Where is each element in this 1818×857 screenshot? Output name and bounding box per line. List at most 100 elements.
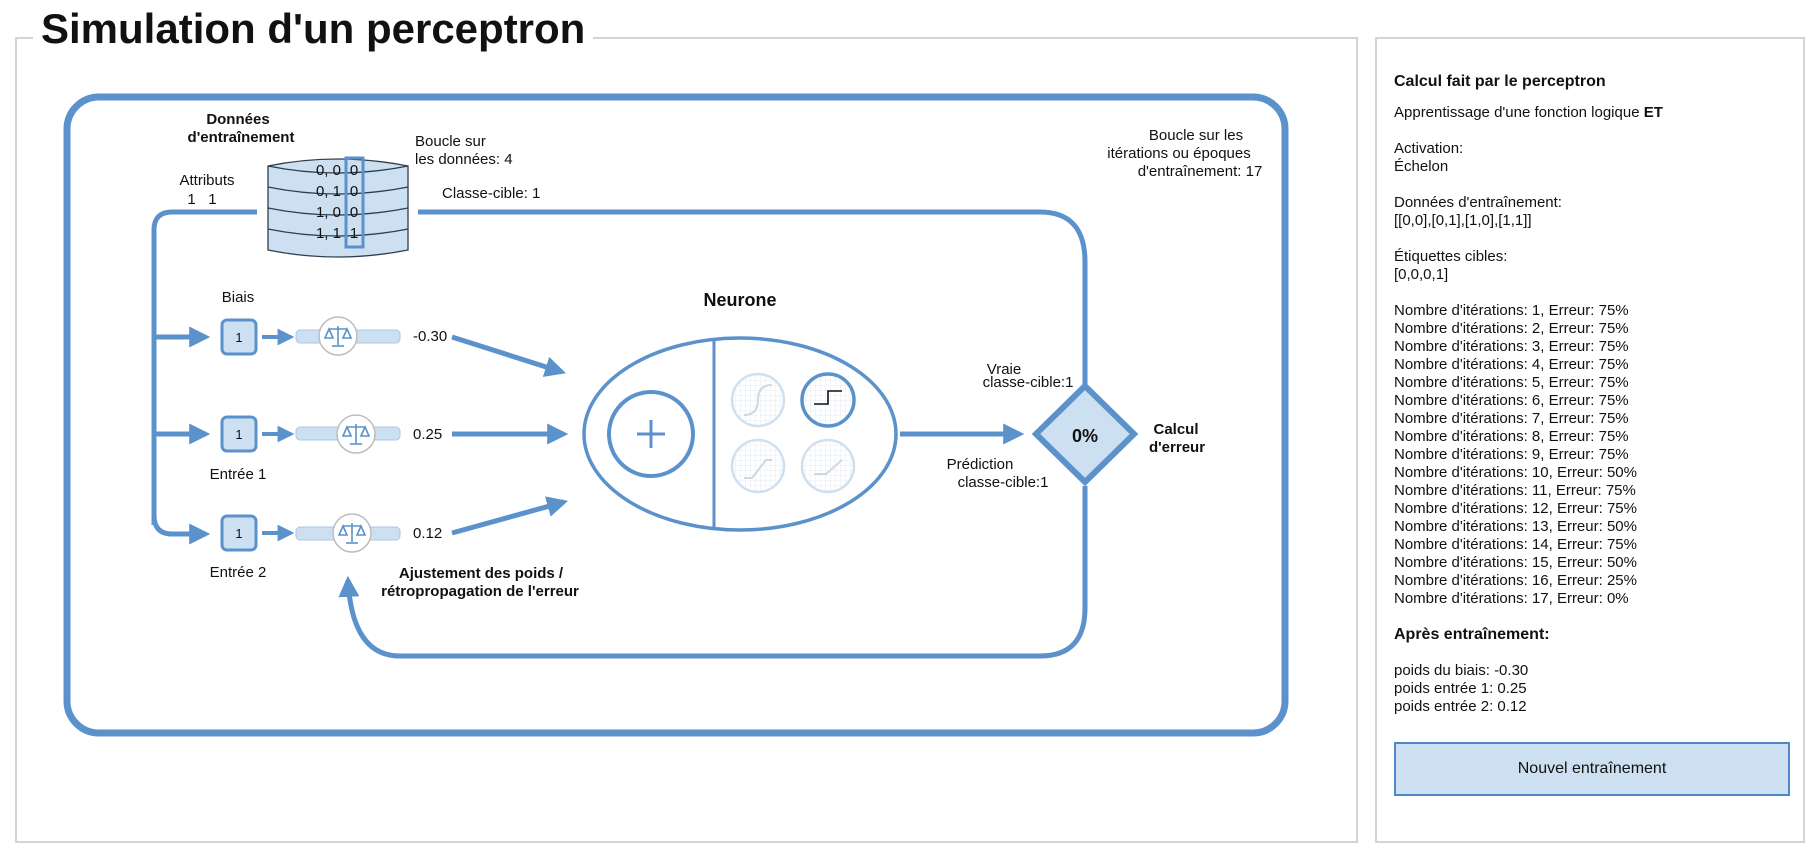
scale-icon (323, 326, 371, 544)
input1-weight-slider[interactable] (295, 414, 401, 454)
error-diamond (1031, 381, 1139, 487)
training-data-db (267, 156, 409, 258)
step-activation-icon (800, 372, 856, 428)
iteration-line: Nombre d'itérations: 1, Erreur: 75% (1394, 302, 1629, 319)
iteration-line: Nombre d'itérations: 17, Erreur: 0% (1394, 590, 1629, 607)
error-value: 0% (1072, 426, 1098, 446)
activation-value: Échelon (1394, 158, 1449, 175)
attributes-label: Attributs (179, 172, 234, 189)
neuron (582, 336, 898, 532)
input2-weight-slider[interactable] (295, 513, 401, 553)
neuron-label: Neurone (703, 290, 776, 310)
data-row-2: 0, 1 (316, 183, 341, 200)
input2-weight-result: poids entrée 2: 0.12 (1394, 698, 1527, 715)
input2-to-neuron-arrow (451, 496, 569, 536)
relu-activation-icon (800, 438, 856, 494)
loop-epochs-line2: itérations ou époques (1107, 145, 1250, 162)
bias-to-neuron-arrow (451, 334, 567, 377)
learning-prefix: Apprentissage d'une fonction logique (1394, 104, 1644, 121)
true-class-line2: classe-cible:1 (983, 374, 1074, 391)
iteration-line: Nombre d'itérations: 9, Erreur: 75% (1394, 446, 1629, 463)
prediction-line1: Prédiction (947, 456, 1014, 473)
adjust-line1: Ajustement des poids / (399, 565, 564, 582)
prediction-line2: classe-cible:1 (958, 474, 1049, 491)
bias-weight-value: -0.30 (413, 328, 447, 345)
iteration-line: Nombre d'itérations: 6, Erreur: 75% (1394, 392, 1629, 409)
after-training-heading: Après entraînement: (1394, 626, 1550, 643)
iteration-line: Nombre d'itérations: 10, Erreur: 50% (1394, 464, 1637, 481)
iteration-line: Nombre d'itérations: 16, Erreur: 25% (1394, 572, 1637, 589)
data-target-1: 0 (350, 162, 358, 179)
true-class-line1: Vraie (987, 361, 1021, 378)
target-class-label: Classe-cible: 1 (442, 185, 540, 202)
data-target-4: 1 (350, 225, 358, 242)
learning-line: Apprentissage d'une fonction logique ET (1394, 104, 1794, 122)
training-label: Données d'entraînement: (1394, 194, 1562, 211)
backprop-line (338, 486, 1088, 659)
iteration-line: Nombre d'itérations: 13, Erreur: 50% (1394, 518, 1637, 535)
activation-label: Activation: (1394, 140, 1464, 157)
targets-label: Étiquettes cibles: (1394, 248, 1508, 265)
iteration-line: Nombre d'itérations: 8, Erreur: 75% (1394, 428, 1629, 445)
error-calc-line2: d'erreur (1149, 439, 1205, 456)
data-row-3: 1, 0 (316, 204, 341, 221)
iteration-line: Nombre d'itérations: 14, Erreur: 75% (1394, 536, 1637, 553)
error-calc-line1: Calcul (1153, 421, 1198, 438)
adjust-line2: rétropropagation de l'erreur (381, 583, 579, 600)
data-row-1: 0, 0 (316, 162, 341, 179)
side-panel: Calcul fait par le perceptron Apprentiss… (1375, 37, 1805, 843)
iteration-line: Nombre d'itérations: 15, Erreur: 50% (1394, 554, 1637, 571)
epoch-loop (63, 93, 1289, 737)
iteration-line: Nombre d'itérations: 12, Erreur: 75% (1394, 500, 1637, 517)
input2-value: 1 (235, 526, 242, 541)
page-title: Simulation d'un perceptron (33, 4, 594, 54)
data-title-line2: d'entraînement (188, 129, 295, 146)
new-training-button[interactable]: Nouvel entraînement (1394, 742, 1790, 796)
data-target-2: 0 (350, 183, 358, 200)
data-target-3: 0 (350, 204, 358, 221)
activation-block: Activation: Échelon (1394, 140, 1794, 176)
sigmoid-activation-icon (730, 372, 786, 428)
learning-function: ET (1643, 104, 1663, 121)
side-heading: Calcul fait par le perceptron (1394, 73, 1606, 90)
input2-weight-value: 0.12 (413, 525, 442, 542)
perceptron-diagram: 0, 0 0, 1 1, 0 1, 1 0 0 0 1 Données d'en… (63, 93, 1289, 737)
bias-weight-result: poids du biais: -0.30 (1394, 662, 1529, 679)
targets-value: [0,0,0,1] (1394, 266, 1449, 283)
iteration-line: Nombre d'itérations: 5, Erreur: 75% (1394, 374, 1629, 391)
iteration-line: Nombre d'itérations: 3, Erreur: 75% (1394, 338, 1629, 355)
side-content: Calcul fait par le perceptron Apprentiss… (1394, 73, 1794, 716)
data-title-line1: Données (206, 111, 269, 128)
loop-epochs-line3: d'entraînement: 17 (1138, 163, 1263, 180)
linear-activation-icon (730, 438, 786, 494)
input2-box (220, 514, 258, 552)
sum-icon (637, 420, 665, 448)
input2-label: Entrée 2 (210, 564, 267, 581)
loop-data-line1: Boucle sur (415, 133, 486, 150)
training-block: Données d'entraînement: [[0,0],[0,1],[1,… (1394, 194, 1794, 230)
attributes-values: 1 1 (187, 191, 216, 208)
iteration-line: Nombre d'itérations: 11, Erreur: 75% (1394, 482, 1636, 499)
target-class-line (418, 209, 1088, 384)
bias-label: Biais (222, 289, 255, 306)
loop-epochs-line1: Boucle sur les (1149, 127, 1243, 144)
input1-box (220, 415, 258, 453)
data-row-4: 1, 1 (316, 225, 341, 242)
loop-data-line2: les données: 4 (415, 151, 513, 168)
input1-label: Entrée 1 (210, 466, 267, 483)
iteration-line: Nombre d'itérations: 4, Erreur: 75% (1394, 356, 1629, 373)
training-value: [[0,0],[0,1],[1,0],[1,1]] (1394, 212, 1532, 229)
iterations-list: Nombre d'itérations: 1, Erreur: 75% Nomb… (1394, 302, 1794, 608)
input1-weight-value: 0.25 (413, 426, 442, 443)
bias-input-value: 1 (235, 330, 242, 345)
iteration-line: Nombre d'itérations: 2, Erreur: 75% (1394, 320, 1629, 337)
input1-weight-result: poids entrée 1: 0.25 (1394, 680, 1527, 697)
input2-feed-arrow (151, 514, 211, 545)
bias-input-box (220, 318, 258, 356)
diagram-panel (15, 37, 1358, 843)
iteration-line: Nombre d'itérations: 7, Erreur: 75% (1394, 410, 1629, 427)
input1-value: 1 (235, 427, 242, 442)
attributes-line (151, 209, 257, 525)
bias-weight-slider[interactable] (295, 316, 401, 356)
targets-block: Étiquettes cibles: [0,0,0,1] (1394, 248, 1794, 284)
